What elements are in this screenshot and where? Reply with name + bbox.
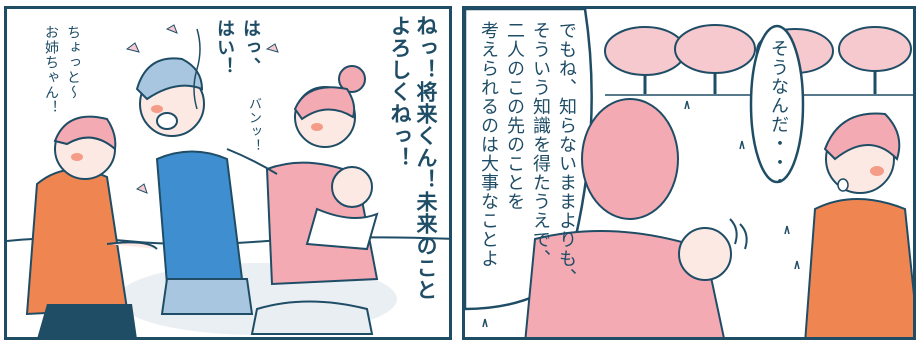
mother-with-baby bbox=[226, 65, 379, 335]
speech-tail bbox=[193, 28, 201, 110]
panel-left-artwork bbox=[7, 24, 449, 337]
boy-blue-jacket bbox=[135, 57, 254, 315]
speech-line-1: ねっ！将来くん！未来のこと bbox=[414, 15, 438, 301]
girl-orange-coat bbox=[25, 115, 158, 337]
reply-line-1: はっ、 bbox=[240, 19, 261, 76]
speech-bubble-small bbox=[749, 24, 805, 184]
bubble-line-3: 二人のこの先のことを bbox=[504, 21, 525, 211]
side-line-2: お姉ちゃん！ bbox=[43, 25, 59, 115]
side-line-1: ちょっと～ bbox=[65, 25, 81, 100]
reply-line-2: はい！ bbox=[214, 19, 235, 76]
panel-right-artwork bbox=[465, 9, 913, 337]
girl-right-orange bbox=[804, 112, 913, 337]
cherry-trees bbox=[604, 24, 912, 76]
comic-panel-left: ねっ！将来くん！未来のこと よろしくねっ！ はっ、 はい！ バンッ！ ちょっと～… bbox=[4, 6, 452, 340]
bubble-line-2: そういう知識を得たうえで、 bbox=[530, 21, 551, 268]
sakura-petals bbox=[125, 24, 279, 194]
comic-panel-right: でもね、知らないままよりも、 そういう知識を得たうえで、 二人のこの先のことを … bbox=[462, 6, 916, 340]
grass-marks bbox=[482, 100, 800, 328]
sound-effect: バンッ！ bbox=[246, 97, 261, 153]
bubble-line-1: でもね、知らないままよりも、 bbox=[556, 21, 577, 287]
speech-line-2: よろしくねっ！ bbox=[388, 15, 412, 169]
small-bubble-text: そうなんだ・・・ bbox=[768, 39, 789, 191]
mother-back-view bbox=[524, 98, 748, 337]
bubble-line-4: 考えられるのは大事なことよ bbox=[478, 21, 499, 268]
